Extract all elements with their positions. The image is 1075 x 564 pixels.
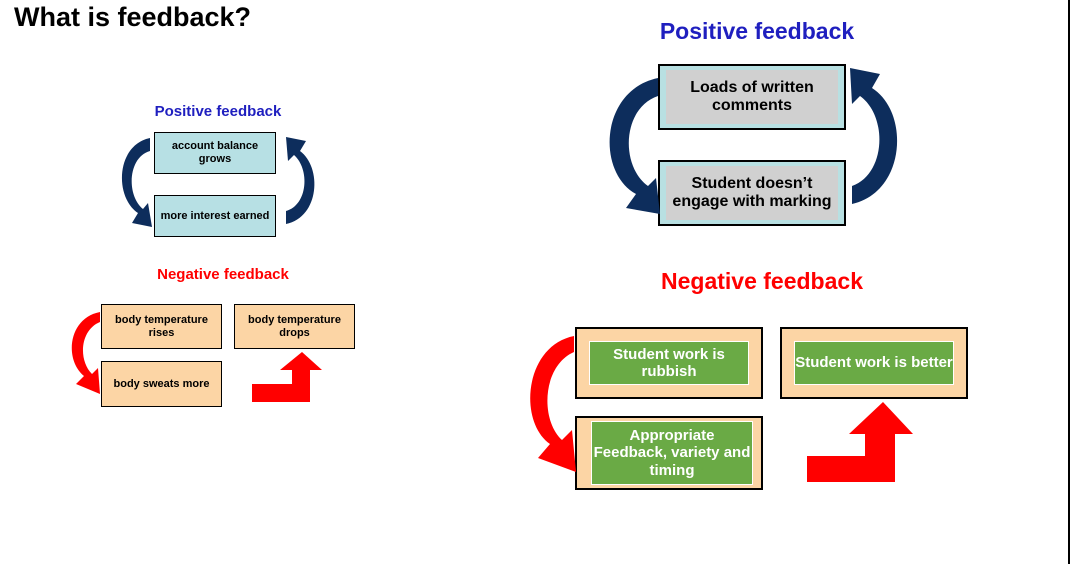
large-negative-box-3-inner: Student work is better — [794, 341, 954, 385]
large-positive-box-2: Student doesn’t engage with marking — [658, 160, 846, 226]
small-negative-heading: Negative feedback — [157, 266, 289, 283]
small-negative-box-3: body temperature drops — [234, 304, 355, 349]
small-positive-box-2-label: more interest earned — [160, 209, 270, 222]
large-negative-box-3-label: Student work is better — [795, 354, 953, 372]
large-cycle-arrow-left — [609, 78, 660, 214]
large-negative-arrow-down — [530, 336, 576, 472]
large-negative-box-1: Student work is rubbish — [575, 327, 763, 399]
large-positive-heading: Positive feedback — [659, 18, 855, 44]
large-positive-box-1-label: Loads of written comments — [690, 78, 814, 114]
small-negative-box-3-label: body temperature drops — [248, 313, 341, 339]
small-positive-box-1-label: account balance grows — [171, 140, 259, 165]
large-cycle-arrow-right — [850, 68, 898, 204]
small-negative-arrow-down — [71, 312, 100, 394]
small-negative-box-2: body sweats more — [101, 361, 222, 407]
small-positive-heading: Positive feedback — [154, 103, 282, 120]
large-negative-box-2-inner: Appropriate Feedback, variety and timing — [591, 421, 753, 485]
small-positive-box-2: more interest earned — [154, 195, 276, 237]
small-negative-box-1: body temperature rises — [101, 304, 222, 349]
small-cycle-arrow-right — [286, 137, 315, 224]
large-negative-box-2-label: Appropriate Feedback, variety and timing — [593, 427, 751, 479]
large-positive-box-1-inner: Loads of written comments — [666, 70, 838, 124]
large-negative-arrow-up — [807, 402, 913, 482]
large-negative-box-3: Student work is better — [780, 327, 968, 399]
large-negative-heading: Negative feedback — [661, 268, 863, 294]
small-negative-box-2-label: body sweats more — [113, 377, 210, 390]
small-cycle-arrow-left — [121, 138, 152, 227]
small-positive-box-1: account balance grows — [154, 132, 276, 174]
slide-border — [1068, 0, 1070, 564]
large-negative-box-1-inner: Student work is rubbish — [589, 341, 749, 385]
small-negative-arrow-up — [252, 352, 322, 402]
large-positive-box-2-label: Student doesn’t engage with marking — [672, 174, 832, 210]
large-positive-box-2-inner: Student doesn’t engage with marking — [666, 166, 838, 220]
page-title: What is feedback? — [14, 2, 252, 32]
large-negative-box-1-label: Student work is rubbish — [613, 345, 725, 380]
large-positive-box-1: Loads of written comments — [658, 64, 846, 130]
large-negative-box-2: Appropriate Feedback, variety and timing — [575, 416, 763, 490]
small-negative-box-1-label: body temperature rises — [115, 313, 208, 339]
